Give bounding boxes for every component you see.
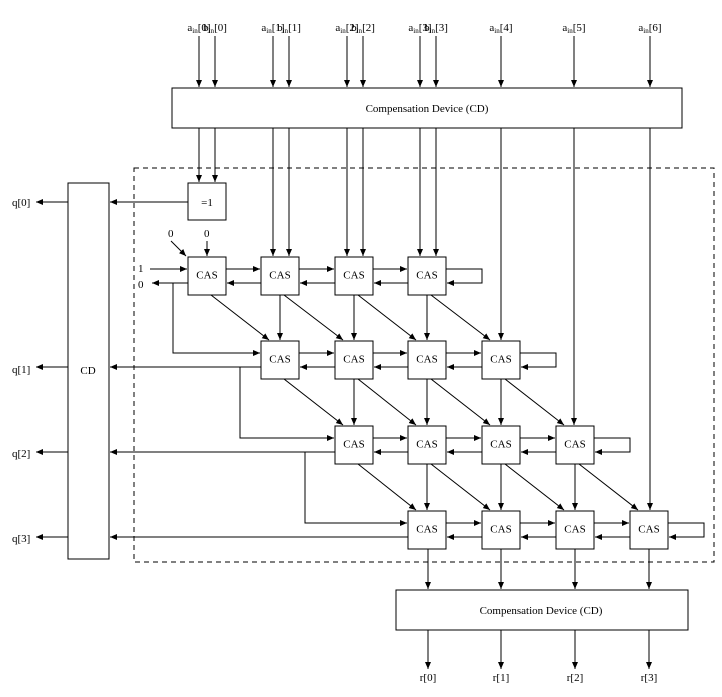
cas-cell-label: CAS xyxy=(564,439,585,451)
const-zero-left-wire xyxy=(170,240,187,257)
diag-link xyxy=(357,463,417,511)
cas-cell-label: CAS xyxy=(343,439,364,451)
cas-cell-r1-c2 xyxy=(407,340,447,380)
wires xyxy=(36,36,705,669)
cas-cell-label: CAS xyxy=(490,439,511,451)
cas-cell-r1-c1 xyxy=(334,340,374,380)
compensation-device-top xyxy=(171,87,683,129)
input-label-a-10: ain[6] xyxy=(638,22,661,35)
cas-cell-label: CAS xyxy=(343,354,364,366)
row-loop xyxy=(446,268,483,286)
cas-cell-r3-c2 xyxy=(555,510,595,550)
input-label-b-7: bin[3] xyxy=(424,22,448,35)
cd-left-label: CD xyxy=(80,365,95,377)
r-output-1: r[1] xyxy=(493,672,510,684)
diag-link xyxy=(357,378,417,426)
cas-cell-r2-c0 xyxy=(334,425,374,465)
row-feedback-2 xyxy=(304,452,407,526)
cas-cell-r1-c3 xyxy=(481,340,521,380)
const-zero-right: 0 xyxy=(204,228,210,240)
cas-cell-label: CAS xyxy=(343,270,364,282)
cas-cell-label: CAS xyxy=(196,270,217,282)
row-loop xyxy=(594,437,631,455)
input-labels: ain[0]bin[0] ain[1]bin[1] ain[2]bin[2] ain[… xyxy=(187,22,661,35)
diag-link xyxy=(283,294,344,341)
cas-cell-label: CAS xyxy=(490,524,511,536)
row-loop xyxy=(520,352,557,370)
row-feedback-0 xyxy=(172,283,260,356)
cas-cell-r0-c1 xyxy=(260,256,300,296)
cas-cell-r3-c1 xyxy=(481,510,521,550)
diag-link xyxy=(210,294,270,341)
compensation-device-bottom xyxy=(395,589,689,631)
cas-cell-label: CAS xyxy=(416,439,437,451)
cas-cell-label: CAS xyxy=(416,270,437,282)
input-label-a-4: ain[2] xyxy=(335,22,358,35)
cas-cell-label: CAS xyxy=(638,524,659,536)
compensation-device-top-label: Compensation Device (CD) xyxy=(366,103,489,115)
cas-cell-r3-c0 xyxy=(407,510,447,550)
diag-link xyxy=(357,294,417,341)
diag-link xyxy=(578,463,639,511)
cas-cell-label: CAS xyxy=(564,524,585,536)
cas-cell-r2-c2 xyxy=(481,425,521,465)
input-label-a-6: ain[3] xyxy=(408,22,431,35)
cas-cell-label: CAS xyxy=(490,354,511,366)
diag-link xyxy=(283,378,344,426)
cas-cell-label: CAS xyxy=(269,270,290,282)
row-feedback-1 xyxy=(239,367,334,441)
cas-cell-r1-c0 xyxy=(260,340,300,380)
cas-cell-r2-c3 xyxy=(555,425,595,465)
const-zero-left: 0 xyxy=(168,228,174,240)
diag-link xyxy=(430,463,491,511)
input-label-a-9: ain[5] xyxy=(562,22,585,35)
compensation-device-bottom-label: Compensation Device (CD) xyxy=(480,605,603,617)
cd-left-block xyxy=(67,182,110,560)
input-label-b-1: bin[0] xyxy=(203,22,227,35)
const-zero-side: 0 xyxy=(138,279,144,291)
q-output-0: q[0] xyxy=(12,197,30,209)
diag-link xyxy=(504,378,565,426)
cas-cell-r2-c1 xyxy=(407,425,447,465)
cas-cell-r0-c3 xyxy=(407,256,447,296)
cas-cell-label: CAS xyxy=(416,354,437,366)
input-label-b-3: bin[1] xyxy=(277,22,301,35)
input-label-a-8: ain[4] xyxy=(489,22,512,35)
cas-cell-label: CAS xyxy=(269,354,290,366)
r-output-0: r[0] xyxy=(420,672,437,684)
diag-link xyxy=(430,294,491,341)
cas-cells: CAS CAS CAS CAS CAS CAS CAS CAS CAS CAS CAS CAS CAS C… xyxy=(187,256,669,550)
input-label-a-0: ain[0] xyxy=(187,22,210,35)
diag-link xyxy=(504,463,565,511)
cas-cell-r0-c2 xyxy=(334,256,374,296)
const-one: 1 xyxy=(138,263,144,275)
q-output-2: q[2] xyxy=(12,448,30,460)
row-loop xyxy=(668,522,705,540)
diag-link xyxy=(430,378,491,426)
input-label-a-2: ain[1] xyxy=(261,22,284,35)
q-output-3: q[3] xyxy=(12,533,30,545)
xor-gate-label: =1 xyxy=(201,197,213,209)
cas-cell-r0-c0 xyxy=(187,256,227,296)
r-output-3: r[3] xyxy=(641,672,658,684)
input-label-b-5: bin[2] xyxy=(351,22,375,35)
r-output-2: r[2] xyxy=(567,672,584,684)
q-output-1: q[1] xyxy=(12,364,30,376)
cas-cell-r3-c3 xyxy=(629,510,669,550)
cas-cell-label: CAS xyxy=(416,524,437,536)
array-boundary xyxy=(133,167,715,563)
